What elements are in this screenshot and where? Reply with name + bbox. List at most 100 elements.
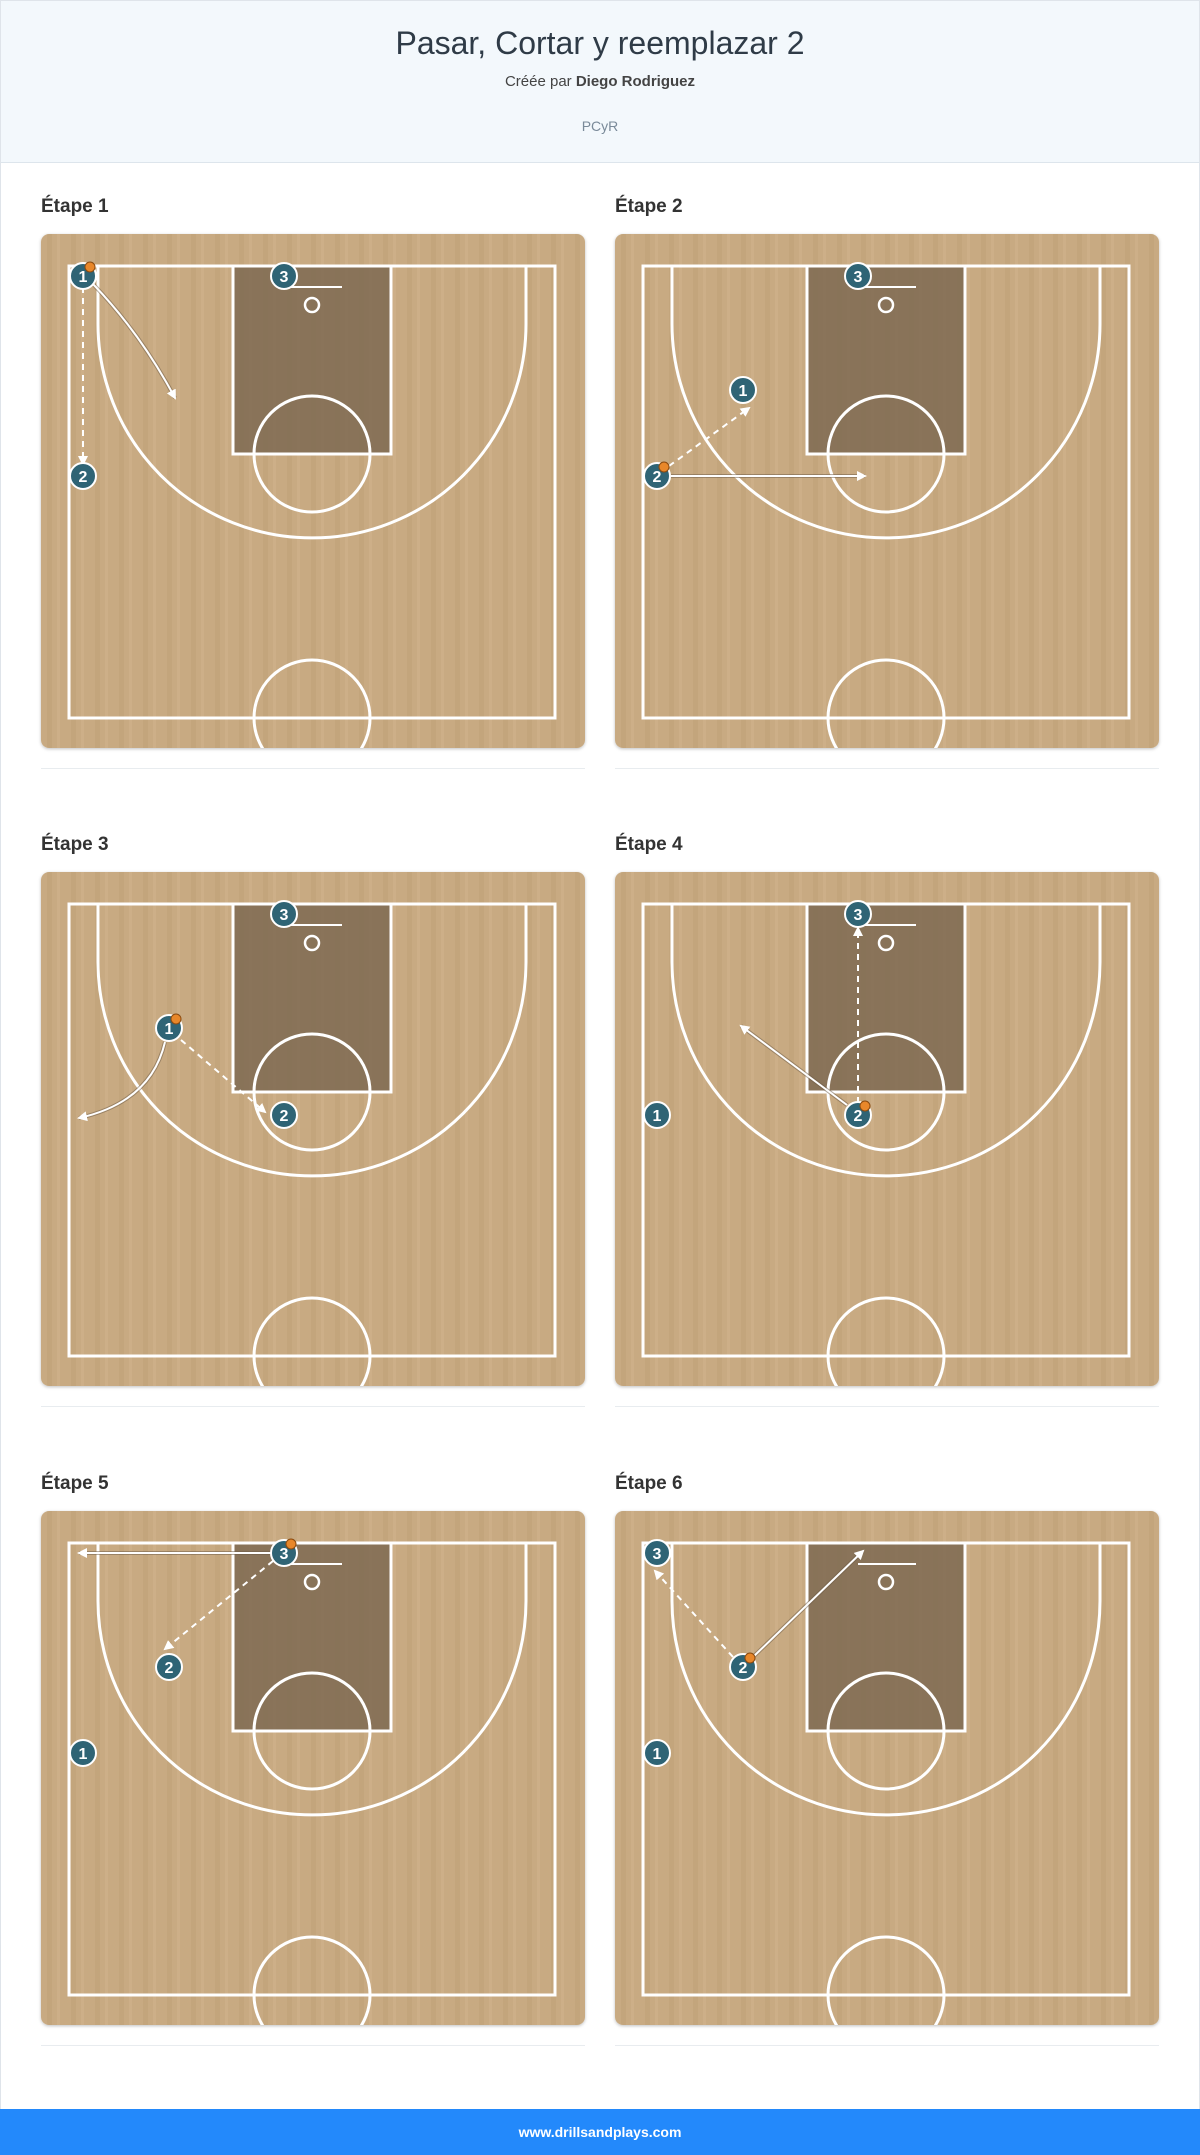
paint-area xyxy=(807,904,965,1092)
step-label: Étape 5 xyxy=(41,1473,109,1494)
pass-arrow xyxy=(180,1039,267,1114)
player-number: 1 xyxy=(653,1746,662,1763)
key-lines xyxy=(805,1541,967,1733)
player-2: 2 xyxy=(270,1101,298,1129)
player-number: 1 xyxy=(739,383,748,400)
player-2: 2 xyxy=(844,1100,872,1129)
step-divider xyxy=(615,768,1159,769)
player-number: 3 xyxy=(854,907,863,924)
free-throw-circle xyxy=(252,394,372,514)
page-header: Pasar, Cortar y reemplazar 2 Créée par D… xyxy=(1,1,1199,163)
play-tag[interactable]: PCyR xyxy=(581,118,619,134)
cut-arrow xyxy=(92,283,176,400)
player-number: 2 xyxy=(739,1660,748,1677)
player-3: 3 xyxy=(844,900,872,928)
player-number: 3 xyxy=(280,907,289,924)
free-throw-circle xyxy=(252,1671,372,1791)
player-2: 2 xyxy=(729,1652,757,1681)
court-diagram: 3 2 1 xyxy=(41,1511,585,2025)
step-divider xyxy=(41,2045,585,2046)
step-label: Étape 1 xyxy=(41,196,109,217)
court-diagram: 3 1 2 xyxy=(41,872,585,1386)
cut-arrow xyxy=(739,1024,848,1106)
ball-icon xyxy=(859,1100,871,1112)
court-lines xyxy=(641,902,1131,1386)
three-point-line xyxy=(670,904,1102,1178)
court-svg: 3 2 1 xyxy=(41,1511,585,2025)
player-marker xyxy=(643,1101,671,1129)
player-number: 3 xyxy=(280,269,289,286)
key-lines xyxy=(231,1541,393,1733)
hoop xyxy=(877,934,895,952)
player-1: 1 xyxy=(643,1101,671,1129)
free-throw-circle xyxy=(826,394,946,514)
ball-icon xyxy=(658,461,670,473)
paint-area xyxy=(233,266,391,454)
step-divider xyxy=(41,768,585,769)
player-marker xyxy=(69,1739,97,1767)
player-3: 3 xyxy=(270,900,298,928)
center-circle xyxy=(826,1935,946,2025)
three-point-line xyxy=(96,904,528,1178)
center-circle xyxy=(252,1935,372,2025)
player-number: 1 xyxy=(165,1021,174,1038)
player-marker xyxy=(643,1539,671,1567)
player-marker xyxy=(69,462,97,490)
center-circle xyxy=(252,1296,372,1386)
center-circle xyxy=(826,1296,946,1386)
three-point-line xyxy=(670,1543,1102,1817)
player-1: 1 xyxy=(69,1739,97,1767)
cut-arrow xyxy=(752,1549,865,1658)
player-number: 3 xyxy=(653,1546,662,1563)
court-lines xyxy=(67,264,557,748)
hoop xyxy=(877,1573,895,1591)
player-2: 2 xyxy=(643,461,671,490)
step-label: Étape 2 xyxy=(615,196,683,217)
court-lines xyxy=(641,264,1131,748)
key-lines xyxy=(805,264,967,456)
player-marker xyxy=(155,1653,183,1681)
step-label: Étape 3 xyxy=(41,834,109,855)
player-number: 1 xyxy=(79,1746,88,1763)
three-point-line xyxy=(96,266,528,540)
court-svg: 312 xyxy=(615,234,1159,748)
ball-icon xyxy=(744,1652,756,1664)
ball-icon xyxy=(285,1538,297,1550)
ball-icon xyxy=(170,1013,182,1025)
player-number: 3 xyxy=(280,1546,289,1563)
free-throw-circle xyxy=(252,1032,372,1152)
hoop xyxy=(877,296,895,314)
paint-area xyxy=(807,1543,965,1731)
step-divider xyxy=(615,2045,1159,2046)
hoop xyxy=(303,934,321,952)
player-number: 2 xyxy=(653,469,662,486)
court-lines xyxy=(67,902,557,1386)
step-label: Étape 6 xyxy=(615,1473,683,1494)
hoop xyxy=(303,296,321,314)
page-title: Pasar, Cortar y reemplazar 2 xyxy=(395,25,805,61)
pass-arrow xyxy=(653,1569,734,1658)
player-3: 3 xyxy=(270,1538,298,1567)
court-lines xyxy=(641,1541,1131,2025)
player-2: 2 xyxy=(69,462,97,490)
court-svg: 3 1 2 xyxy=(615,872,1159,1386)
key-lines xyxy=(231,264,393,456)
court-diagram: 3 2 1 xyxy=(615,1511,1159,2025)
step-divider xyxy=(615,1406,1159,1407)
free-throw-circle xyxy=(826,1671,946,1791)
cut-arrow xyxy=(77,1041,166,1122)
player-1: 1 xyxy=(729,376,757,404)
player-marker xyxy=(729,376,757,404)
paint-area xyxy=(233,904,391,1092)
court-svg: 3 2 1 xyxy=(615,1511,1159,2025)
footer-link[interactable]: www.drillsandplays.com xyxy=(518,2124,682,2140)
court-lines xyxy=(67,1541,557,2025)
player-3: 3 xyxy=(643,1539,671,1567)
court-svg: 1 3 2 xyxy=(41,234,585,748)
player-1: 1 xyxy=(69,261,97,290)
author-name: Diego Rodriguez xyxy=(575,73,696,90)
court-diagram: 1 3 2 xyxy=(41,234,585,748)
player-number: 2 xyxy=(165,1660,174,1677)
key-lines xyxy=(231,902,393,1094)
